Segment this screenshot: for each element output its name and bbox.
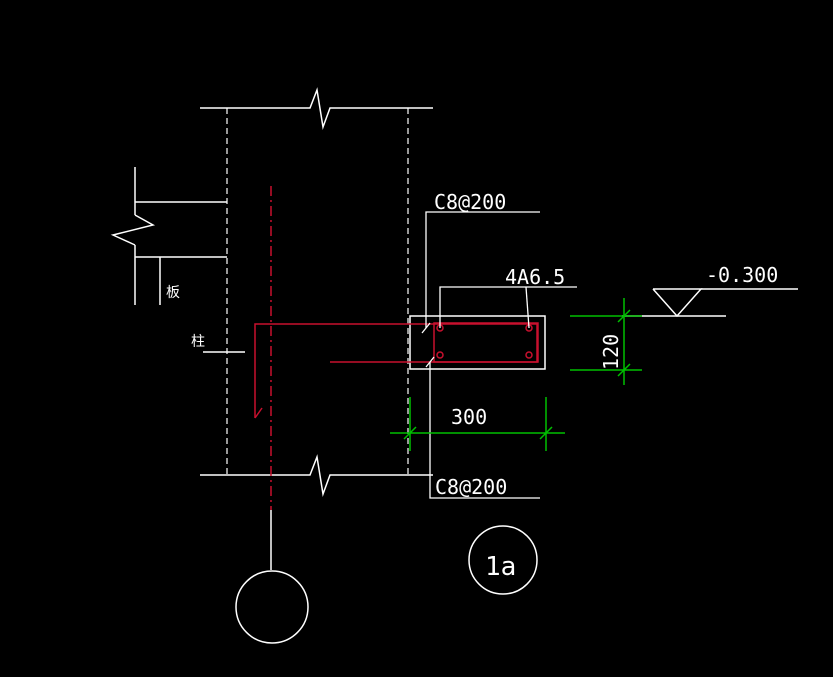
stirrup-bottom-leader xyxy=(429,362,540,499)
slab-label: 板 xyxy=(166,285,180,301)
anchor-hook xyxy=(254,407,263,419)
stirrup-top-label: C8@200 xyxy=(434,190,506,214)
wall-outline xyxy=(200,87,433,497)
slab-section xyxy=(110,167,227,305)
wall-faces xyxy=(226,108,409,475)
annotation-leaders xyxy=(421,211,577,499)
anchor-bar xyxy=(254,323,538,418)
rebar-bottom-left xyxy=(436,351,444,359)
detail-marker-circle xyxy=(468,525,538,595)
stirrup-top-leader xyxy=(425,211,540,328)
beam-section xyxy=(409,315,546,370)
bottom-break-line xyxy=(200,454,433,497)
long-bars-leader xyxy=(439,286,577,328)
detail-marker-label: 1a xyxy=(485,552,516,582)
rebar-bottom-right xyxy=(525,351,533,359)
elevation-marker xyxy=(622,288,798,318)
top-break-line xyxy=(200,87,433,130)
dim-depth-label: 120 xyxy=(599,334,623,370)
rebar-group xyxy=(254,186,539,510)
stirrup-bottom-label: C8@200 xyxy=(435,475,507,499)
dim-width-label: 300 xyxy=(451,405,487,429)
elevation-label: -0.300 xyxy=(706,263,778,287)
column-label: 柱 xyxy=(191,334,205,350)
stirrup xyxy=(433,322,539,363)
long-bars-label: 4A6.5 xyxy=(505,265,565,289)
axis-bubble xyxy=(235,570,309,644)
dimension-lines xyxy=(390,298,642,451)
